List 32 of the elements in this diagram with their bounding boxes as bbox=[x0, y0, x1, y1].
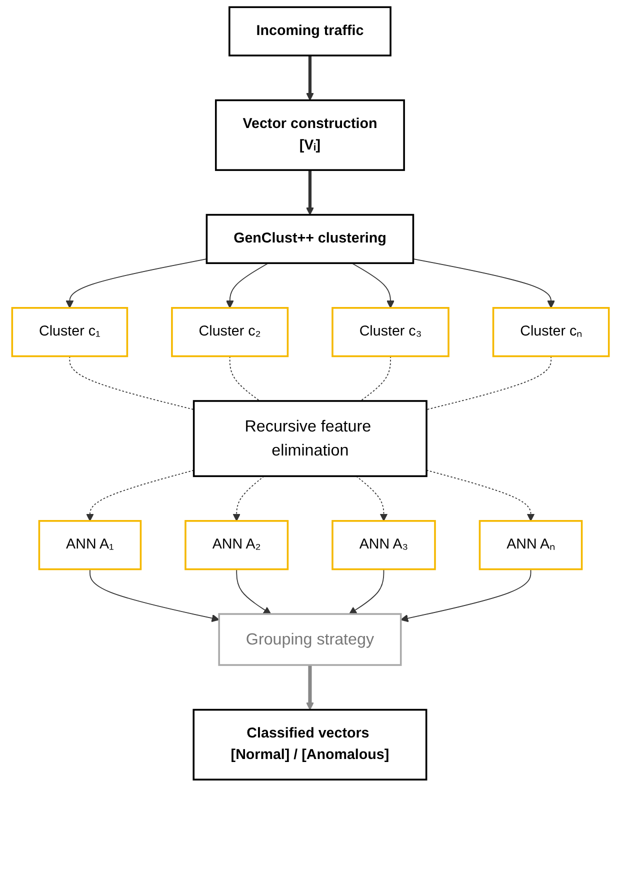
connector bbox=[69, 356, 194, 410]
arrow bbox=[356, 476, 388, 522]
connector bbox=[229, 356, 260, 402]
node-box: Cluster c₁ bbox=[11, 307, 128, 358]
node-box: Recursive feature elimination bbox=[192, 400, 428, 478]
arrow bbox=[226, 262, 269, 308]
connector bbox=[360, 356, 391, 402]
arrow bbox=[236, 568, 272, 614]
node-box: GenClust++ clustering bbox=[206, 214, 414, 264]
arrow bbox=[306, 170, 314, 216]
node-box: ANN Aₙ bbox=[478, 520, 583, 570]
arrow bbox=[348, 568, 384, 614]
arrow bbox=[90, 568, 220, 622]
node-box: Cluster c₂ bbox=[171, 307, 289, 358]
arrow bbox=[412, 258, 555, 308]
node-box: Cluster cₙ bbox=[492, 307, 610, 358]
connector bbox=[426, 356, 552, 410]
arrow bbox=[66, 258, 208, 308]
arrow bbox=[86, 470, 194, 522]
arrow bbox=[232, 476, 264, 522]
node-box: Vector construction [Vᵢ] bbox=[214, 99, 405, 171]
node-box: ANN A₂ bbox=[184, 520, 289, 570]
node-box: ANN A₁ bbox=[38, 520, 142, 570]
node-box: Classified vectors [Normal] / [Anomalous] bbox=[192, 708, 428, 780]
node-box: Incoming traffic bbox=[228, 6, 392, 56]
arrow bbox=[400, 568, 532, 622]
arrow bbox=[351, 262, 394, 308]
node-box: Cluster c₃ bbox=[332, 307, 450, 358]
arrow bbox=[306, 665, 314, 710]
node-box: Grouping strategy bbox=[218, 613, 402, 666]
arrow bbox=[306, 56, 314, 101]
node-box: ANN A₃ bbox=[332, 520, 436, 570]
